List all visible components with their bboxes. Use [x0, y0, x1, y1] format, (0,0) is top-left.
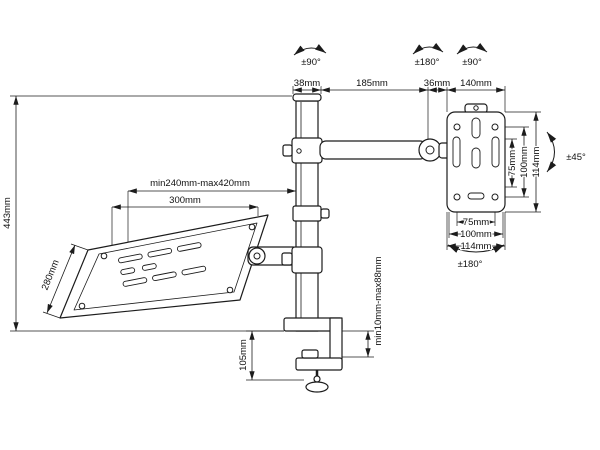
arm-upper-bar — [319, 140, 427, 160]
elbow-joint-pin — [425, 145, 435, 155]
vesa-hole — [453, 123, 461, 131]
elbow-swivel-arrow — [412, 42, 444, 55]
vesa-slot — [471, 117, 481, 139]
angle-pole-swivel: ±90° — [301, 57, 321, 68]
vent-slot — [181, 265, 207, 276]
clamp-screw-knob — [305, 381, 329, 393]
dim-280mm: 280mm — [40, 258, 62, 292]
clamp-pad — [301, 349, 319, 359]
vent-slot — [122, 277, 148, 287]
dim-vesa-v-100: 100mm — [519, 146, 530, 178]
vesa-hole — [453, 193, 461, 201]
dim-tray-reach: min240mm-max420mm — [150, 178, 250, 189]
head-swivel-arrow — [456, 42, 488, 55]
dim-vesa-h-114: 114mm — [461, 241, 492, 252]
vent-slot — [152, 271, 177, 282]
angle-plate-rotation: ±180° — [458, 259, 483, 270]
laptop-tray — [59, 214, 269, 319]
dim-vesa-h-100: 100mm — [460, 229, 492, 240]
collar-screw — [296, 148, 302, 154]
vesa-hole — [491, 123, 499, 131]
tray-vent-slots — [118, 242, 207, 287]
vent-slot — [147, 247, 173, 258]
clamp-screw-collar — [313, 375, 321, 383]
height-collar-knob — [320, 208, 330, 219]
monitor-arm — [319, 138, 452, 162]
pole-cap — [292, 93, 322, 102]
vent-slot — [118, 253, 143, 264]
dim-clamp-range: min10mm-max88mm — [373, 256, 384, 345]
tray-corner-hole — [100, 252, 108, 260]
tray-inner-outline — [73, 222, 258, 311]
tray-corner-hole — [248, 223, 256, 231]
vesa-slot — [452, 136, 461, 168]
ext-300 — [111, 207, 259, 245]
dim-185mm: 185mm — [356, 78, 388, 89]
dim-vesa-h-75: 75mm — [463, 217, 489, 228]
ext-105 — [246, 330, 304, 381]
vesa-plate — [446, 103, 506, 213]
vesa-slot — [491, 136, 500, 168]
ext-clamp-range — [342, 330, 374, 358]
dim-443mm: 443mm — [2, 197, 13, 229]
dim-36mm: 36mm — [424, 78, 450, 89]
dim-38mm: 38mm — [294, 78, 320, 89]
vent-slot — [141, 263, 157, 271]
angle-tilt: ±45° — [566, 152, 586, 163]
plate-rotation-arrow — [447, 244, 505, 253]
tray-mount-collar — [291, 246, 323, 274]
arm-mount-knob — [282, 144, 293, 157]
height-collar — [292, 205, 322, 222]
dimline-280 — [46, 244, 76, 314]
tray-outline — [59, 214, 269, 319]
vesa-hinge-pin — [473, 105, 479, 111]
dim-105mm: 105mm — [238, 339, 249, 371]
vesa-slot — [471, 147, 481, 169]
angle-elbow-swivel: ±180° — [415, 57, 440, 68]
ext-vesa-horizontal — [446, 212, 506, 250]
tilt-arrow — [546, 131, 557, 173]
rotation-arrows — [293, 42, 557, 253]
dimension-lines — [13, 87, 539, 380]
vesa-hole — [491, 193, 499, 201]
pole — [281, 93, 330, 332]
desk-clamp — [283, 317, 343, 393]
pole-swivel-arrow — [293, 44, 327, 56]
tray-arm-joint-pin — [253, 252, 261, 260]
clamp-bottom-jaw — [295, 357, 343, 371]
vent-slot — [176, 242, 202, 252]
tray-corner-hole — [226, 286, 234, 294]
dim-vesa-v-114: 114mm — [531, 146, 542, 177]
vesa-slot — [467, 192, 485, 200]
dim-140mm: 140mm — [460, 78, 492, 89]
dim-vesa-v-75: 75mm — [507, 150, 518, 176]
vent-slot — [120, 267, 136, 275]
tray-corner-hole — [78, 302, 86, 310]
angle-head-swivel: ±90° — [462, 57, 482, 68]
tray-mount-knob — [281, 252, 293, 266]
dim-300mm: 300mm — [169, 195, 201, 206]
